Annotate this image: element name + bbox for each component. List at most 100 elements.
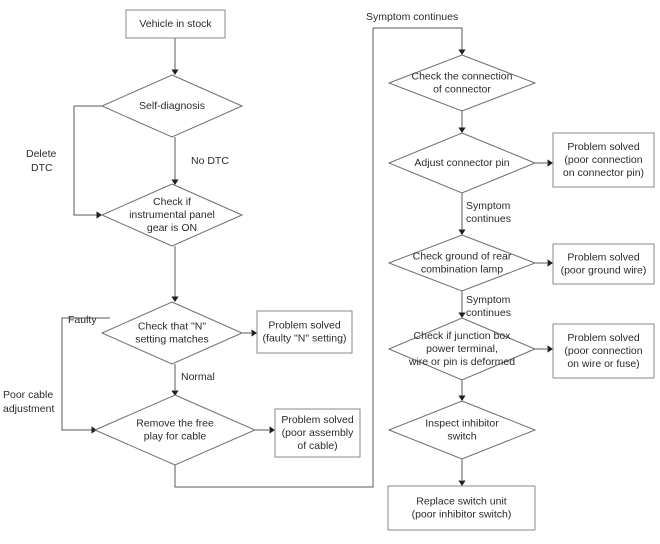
node-problem-solved-ground-wire[interactable]: Problem solved(poor ground wire) (552, 243, 655, 285)
node-label-line: Check the connection (412, 70, 513, 82)
node-label-line: Problem solved (268, 319, 341, 331)
node-diamond-shape (100, 74, 244, 138)
node-box-shape (125, 9, 226, 39)
node-label-line: play for cable (144, 430, 207, 442)
edge-panelcheck-to-nsetting (171, 246, 179, 302)
node-label-line: gear is ON (147, 222, 197, 234)
label-symptom-continues-top: Symptom continues (366, 11, 458, 23)
label-symptom-2b: continues (466, 307, 511, 319)
edge-vehicle-to-selfdiag (171, 38, 179, 75)
node-label-line: (poor assembly (282, 427, 355, 439)
node-diamond-shape (387, 54, 537, 112)
arrow-head-icon (458, 480, 466, 486)
label-faulty: Faulty (68, 314, 97, 326)
node-replace-switch-unit[interactable]: Replace switch unit(poor inhibitor switc… (387, 485, 536, 531)
node-label-line: Vehicle in stock (139, 18, 212, 30)
node-diamond-shape (93, 394, 257, 466)
arrow-head-icon (458, 229, 466, 235)
edge-ground-to-junction (458, 291, 466, 318)
node-label-line: on connector pin) (563, 167, 644, 179)
edge-junction-to-problem (535, 345, 553, 353)
node-label-line: Adjust connector pin (414, 157, 509, 169)
edge-remove-to-problem (255, 426, 275, 434)
arrow-head-icon (458, 395, 466, 401)
arrow-head-icon (547, 159, 553, 167)
arrow-head-icon (171, 390, 179, 396)
label-symptom-2a: Symptom (466, 294, 511, 306)
node-label-line: power terminal, (426, 343, 498, 355)
node-diamond-shape (387, 132, 537, 194)
node-box-shape (552, 323, 655, 379)
node-label-line: Problem solved (281, 414, 354, 426)
arrow-head-icon (171, 296, 179, 302)
arrow-head-icon (269, 426, 275, 434)
node-check-n-setting[interactable]: Check that "N"setting matches (100, 301, 244, 365)
label-symptom-1a: Symptom (466, 200, 511, 212)
edge-selfdiag-to-delete-loop (73, 105, 102, 219)
arrow-head-icon (171, 69, 179, 75)
node-diamond-shape (387, 234, 537, 292)
node-box-shape (552, 243, 655, 285)
label-delete-dtc-1: Delete (26, 148, 57, 160)
node-label-line: Problem solved (567, 251, 640, 263)
node-label-line: Problem solved (567, 332, 640, 344)
node-label-line: Check that "N" (138, 320, 206, 332)
edge-remove-to-right-column (174, 28, 374, 488)
arrow-head-icon (547, 259, 553, 267)
node-label-line: (poor ground wire) (561, 264, 647, 276)
label-normal: Normal (181, 371, 215, 383)
edge-nsetting-to-faulty-loop (61, 317, 110, 434)
node-label-line: (faulty "N" setting) (263, 332, 347, 344)
edge-inspect-to-replace (458, 459, 466, 486)
arrow-head-icon (251, 329, 257, 337)
edge-selfdiag-to-panelcheck (171, 137, 179, 185)
edge-nsetting-to-problem (242, 329, 257, 337)
arrow-head-icon (96, 211, 102, 219)
edge-ground-to-problem (535, 259, 553, 267)
edge-symptom-to-connectorcheck (373, 27, 466, 55)
node-box-shape (387, 485, 536, 531)
node-label-line: Replace switch unit (416, 495, 507, 507)
node-problem-solved-n-setting[interactable]: Problem solved(faulty "N" setting) (256, 310, 353, 354)
node-diamond-shape (387, 400, 537, 460)
edge-connectorcheck-to-adjust (458, 111, 466, 133)
edge-junction-to-inspect (458, 380, 466, 401)
node-label-line: instrumental panel (129, 209, 215, 221)
node-label-line: Check if junction box (414, 330, 512, 342)
node-label-line: wire or pin is deformed (408, 356, 515, 368)
arrow-head-icon (547, 345, 553, 353)
node-adjust-connector-pin[interactable]: Adjust connector pin (387, 132, 537, 194)
edge-adjust-to-problem (535, 159, 553, 167)
node-vehicle-in-stock[interactable]: Vehicle in stock (125, 9, 226, 39)
node-label-line: Problem solved (567, 141, 640, 153)
node-label-line: Check ground of rear (413, 250, 512, 262)
arrow-head-icon (171, 179, 179, 185)
node-diamond-shape (100, 301, 244, 365)
label-delete-dtc-2: DTC (31, 162, 53, 174)
node-label-line: setting matches (135, 333, 209, 345)
arrow-head-icon (458, 312, 466, 318)
node-self-diagnosis[interactable]: Self-diagnosis (100, 74, 244, 138)
node-box-shape (274, 408, 361, 458)
node-diamond-shape (387, 317, 537, 381)
node-label-line: Self-diagnosis (139, 100, 205, 112)
arrow-head-icon (458, 49, 466, 55)
node-box-shape (552, 132, 655, 188)
node-label-line: on wire or fuse) (567, 358, 639, 370)
node-label-line: of connector (433, 83, 491, 95)
edge-nsetting-to-remove (171, 364, 179, 396)
arrow-head-icon (458, 127, 466, 133)
